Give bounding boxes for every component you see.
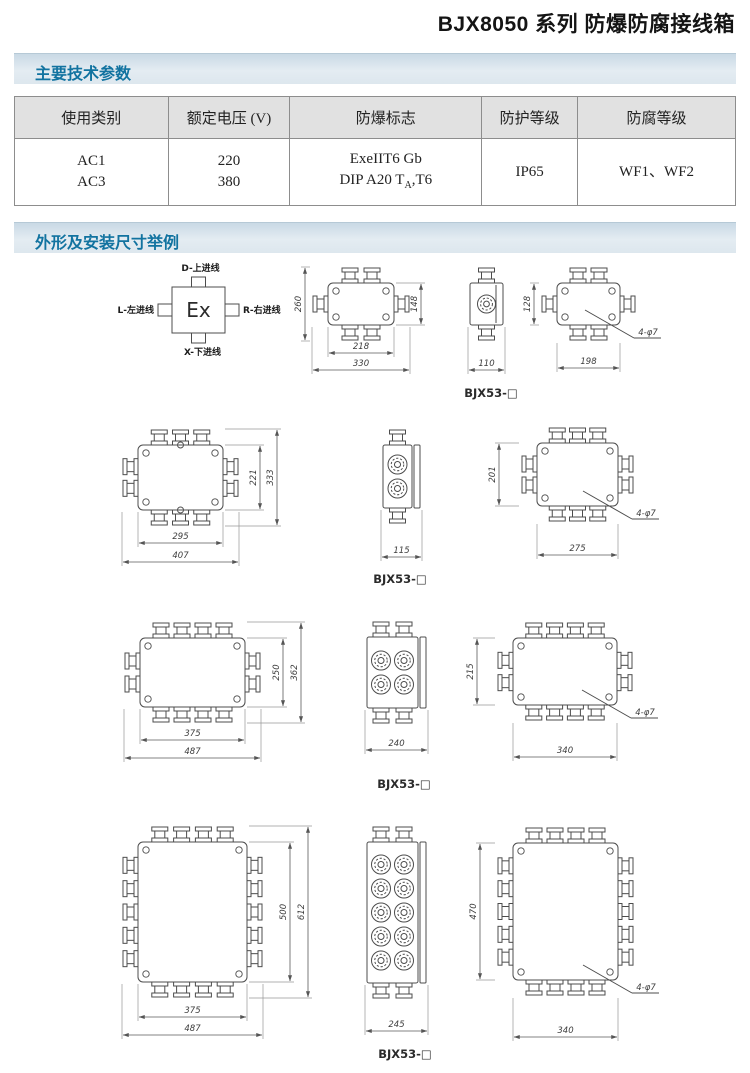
svg-text:215: 215: [466, 663, 476, 679]
voltage-line-1: 220: [217, 153, 241, 169]
section-title-dimensions: 外形及安装尺寸举例: [35, 235, 180, 252]
usage-line-1: AC1: [77, 153, 106, 169]
svg-text:BJX53-□: BJX53-□: [377, 777, 431, 791]
usage-line-2: AC3: [77, 174, 106, 190]
svg-text:218: 218: [353, 342, 370, 352]
svg-text:470: 470: [469, 903, 479, 919]
svg-text:245: 245: [388, 1020, 404, 1030]
svg-text:340: 340: [557, 746, 573, 756]
svg-text:340: 340: [557, 1026, 573, 1036]
svg-text:487: 487: [184, 1024, 201, 1034]
col-header-ip: 防护等级: [481, 96, 579, 139]
svg-text:4-φ7: 4-φ7: [635, 708, 655, 718]
col-header-voltage: 额定电压 (V): [167, 96, 291, 139]
svg-text:BJX53-□: BJX53-□: [378, 1047, 432, 1061]
col-header-ex-mark: 防爆标志: [289, 96, 483, 139]
rear-view-row-1: 128 198 4-φ7: [523, 267, 661, 372]
cell-ip: IP65: [481, 138, 579, 206]
svg-text:X-下进线: X-下进线: [184, 346, 221, 358]
svg-text:295: 295: [172, 532, 188, 542]
rear-view-row-3: 215 340 4-φ7: [466, 622, 658, 761]
svg-text:240: 240: [388, 739, 404, 749]
cell-voltage: 220 380: [167, 138, 291, 206]
svg-text:375: 375: [184, 1006, 200, 1016]
svg-text:4-φ7: 4-φ7: [636, 509, 656, 519]
svg-text:221: 221: [249, 469, 259, 485]
svg-text:D-上进线: D-上进线: [181, 262, 219, 274]
svg-text:4-φ7: 4-φ7: [638, 328, 658, 338]
front-view-row-1: 260 148 218 330: [294, 266, 425, 374]
svg-text:198: 198: [580, 357, 597, 367]
svg-text:407: 407: [172, 551, 189, 561]
svg-text:330: 330: [353, 359, 369, 369]
svg-text:148: 148: [410, 295, 420, 312]
svg-text:128: 128: [523, 295, 533, 312]
col-header-wf: 防腐等级: [577, 96, 736, 139]
cell-usage: AC1 AC3: [14, 138, 169, 206]
spec-table-header-row: 使用类别 额定电压 (V) 防爆标志 防护等级 防腐等级: [14, 96, 736, 139]
drawing-row-1: Ex D-上进线 X-下进线 L-左进线 R-右进线 260 148 218 330 110BJX…: [118, 262, 661, 400]
section-title-params: 主要技术参数: [35, 66, 132, 83]
svg-text:4-φ7: 4-φ7: [636, 983, 656, 993]
voltage-line-2: 380: [217, 174, 241, 190]
spec-table-row: AC1 AC3 220 380 ExeIIT6 Gb DIP A20 TA,T6…: [14, 138, 736, 206]
svg-text:260: 260: [294, 296, 304, 312]
svg-text:Ex: Ex: [186, 298, 211, 322]
svg-text:BJX53-□: BJX53-□: [464, 386, 518, 400]
cell-ex-mark: ExeIIT6 Gb DIP A20 TA,T6: [289, 138, 483, 206]
svg-text:250: 250: [272, 664, 282, 680]
svg-text:R-右进线: R-右进线: [243, 304, 281, 316]
front-view-row-3: 250 362 375 487: [123, 621, 305, 762]
col-header-usage: 使用类别: [14, 96, 169, 139]
rear-view-row-4: 470 340 4-φ7: [469, 827, 659, 1041]
svg-text:110: 110: [478, 359, 494, 369]
svg-text:275: 275: [569, 544, 585, 554]
rear-view-row-2: 201 275 4-φ7: [488, 427, 659, 559]
spec-table: 使用类别 额定电压 (V) 防爆标志 防护等级 防腐等级 AC1 AC3 220…: [14, 96, 736, 206]
svg-text:L-左进线: L-左进线: [118, 304, 154, 316]
ex-mark-line-1: ExeIIT6 Gb: [349, 150, 422, 167]
section-header-dimensions: 外形及安装尺寸举例: [14, 222, 736, 253]
svg-text:500: 500: [279, 904, 289, 920]
svg-text:333: 333: [266, 469, 276, 485]
svg-text:BJX53-□: BJX53-□: [373, 572, 427, 586]
ex-mark-line-2: DIP A20 TA,T6: [339, 171, 433, 191]
cell-wf: WF1、WF2: [577, 138, 736, 206]
svg-text:115: 115: [393, 546, 409, 556]
dimension-drawings: Ex D-上进线 X-下进线 L-左进线 R-右进线 260 148 218 330 110BJX…: [118, 262, 661, 1061]
svg-text:487: 487: [184, 747, 201, 757]
svg-text:201: 201: [488, 466, 498, 482]
front-view-row-2: 221 333 295 407: [121, 428, 281, 566]
section-header-params: 主要技术参数: [14, 53, 736, 84]
cable-entry-legend: Ex D-上进线 X-下进线 L-左进线 R-右进线: [118, 262, 281, 358]
svg-text:612: 612: [297, 904, 307, 920]
front-view-row-4: 500 612 375 487: [121, 825, 312, 1039]
page-title: BJX8050 系列 防爆防腐接线箱: [437, 13, 735, 36]
svg-text:375: 375: [184, 729, 200, 739]
svg-text:362: 362: [290, 664, 300, 680]
